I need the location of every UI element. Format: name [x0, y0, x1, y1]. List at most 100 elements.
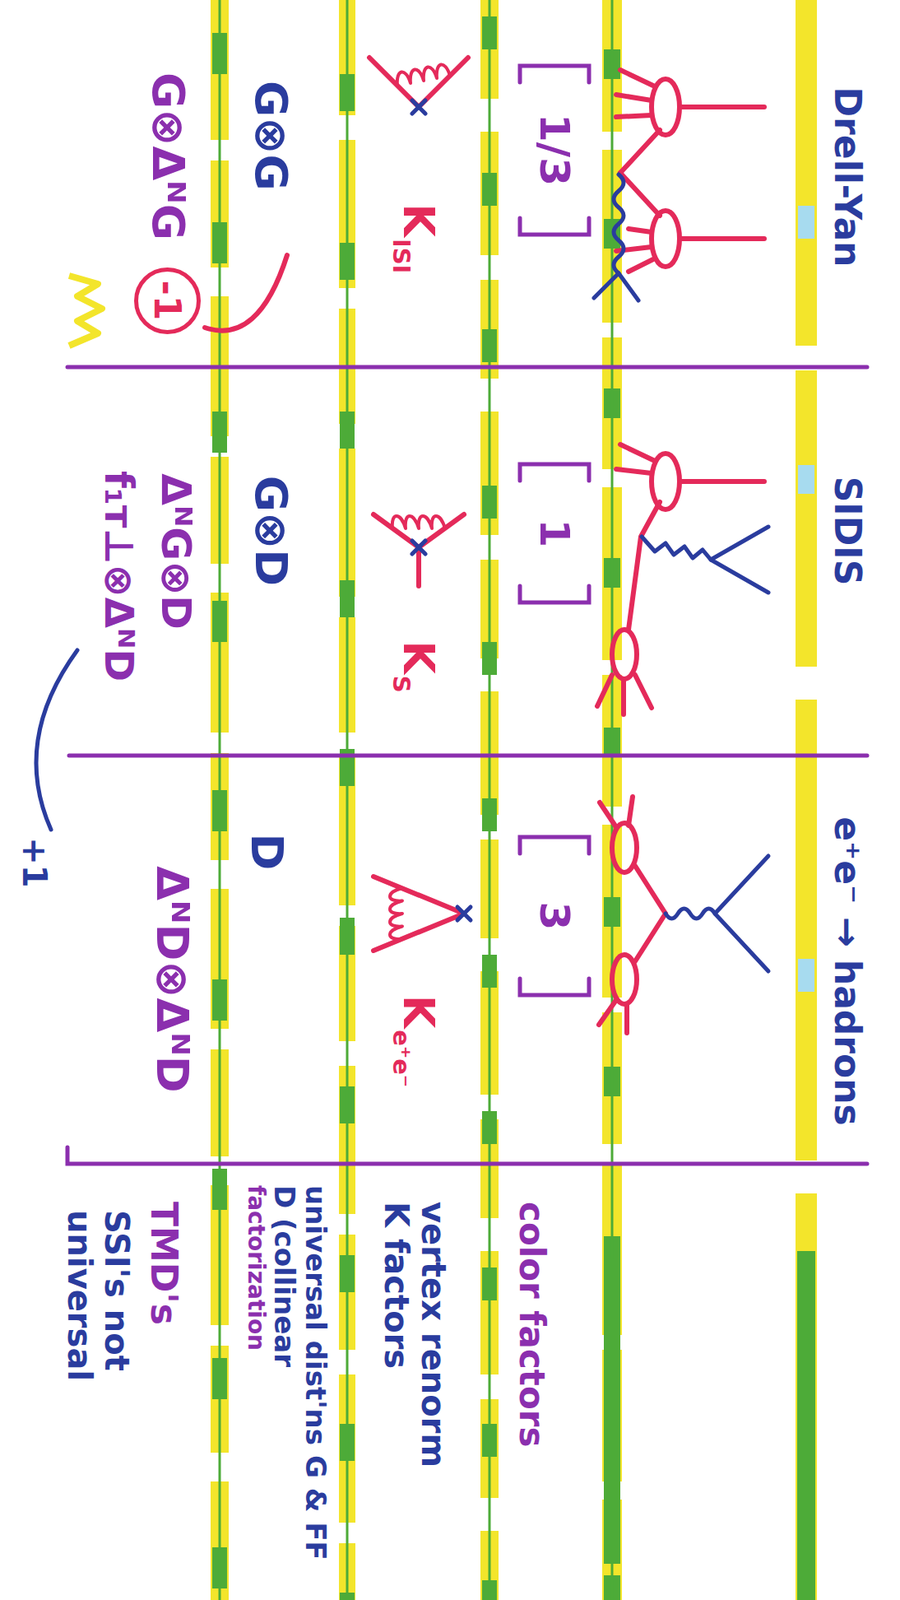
label-group: Drell-Yan: [826, 87, 868, 268]
text-label: ΔᴺD⊗ΔᴺD: [146, 865, 199, 1092]
label-group: ΔᴺG⊗D: [153, 473, 200, 629]
quark-line: [620, 172, 660, 216]
bracket: [519, 65, 590, 83]
text-label: 1/3: [530, 113, 579, 186]
vertex-cross: [412, 100, 426, 114]
green-dashes: [482, 0, 497, 1600]
hadron-line: [679, 104, 765, 110]
label-group: +1: [16, 836, 54, 887]
node-text: -1: [147, 280, 190, 321]
green-dashes: [212, 0, 228, 1600]
text-label: G⊗ΔᴺG: [142, 72, 195, 241]
text-label: universal dist'ns G & FF D (collinear: [269, 1184, 332, 1572]
gluon-loop: [397, 64, 450, 86]
hadron-blob: [651, 210, 680, 267]
green-line: [488, 0, 492, 1600]
green-line: [611, 0, 614, 1600]
hadron-line: [679, 478, 765, 484]
label-group: SIDIS: [826, 476, 868, 586]
label-group: G⊗D: [245, 475, 296, 586]
vertex-lines: [373, 514, 464, 586]
label-group: Ke⁺e⁻: [394, 994, 443, 1087]
label-group: D: [241, 833, 292, 871]
subscript-label: S: [387, 675, 416, 693]
bracket: [519, 463, 590, 481]
label-group: 1: [531, 519, 578, 548]
lepton-lines: [710, 526, 769, 593]
lepton-lines: [714, 855, 769, 971]
text-label: e⁺e⁻ → hadrons: [826, 816, 869, 1126]
label-group: ΔᴺD⊗ΔᴺD: [147, 865, 197, 1092]
text-label: +1: [15, 836, 54, 887]
label-group: 3: [531, 901, 578, 931]
lepton-lines: [593, 273, 639, 301]
yellow-stripe: [480, 0, 499, 1600]
yellow-stripe: [210, 0, 229, 1600]
label-group: universal dist'ns G & FF D (collinearfac…: [242, 1184, 332, 1572]
green-line: [218, 0, 222, 1600]
photon: [613, 174, 624, 274]
bracket: [519, 978, 590, 995]
text-label: SSI's not universal: [60, 1209, 135, 1522]
label-group: TMD's: [143, 1201, 184, 1325]
text-label: vertex renorm K factors: [377, 1201, 452, 1490]
text-label: 1: [530, 519, 579, 548]
label-group: G⊗G: [245, 80, 296, 191]
label-group: KISI: [394, 204, 443, 274]
label-group: 1/3: [531, 113, 578, 186]
text-label: 3: [530, 901, 579, 931]
green-stripe: [797, 1250, 816, 1600]
hadron-blob: [612, 629, 637, 679]
remnant-lines: [616, 444, 655, 474]
photon: [641, 536, 711, 560]
bracket: [519, 836, 590, 854]
red-arc: [204, 255, 288, 331]
text-label: ΔᴺG⊗D: [152, 473, 200, 629]
photon: [665, 908, 715, 919]
text-label: K: [394, 994, 444, 1028]
hadron-blob: [612, 822, 637, 873]
text-label: G⊗G: [245, 80, 297, 191]
gluon-loop: [392, 515, 446, 529]
label-group: vertex renorm K factors: [377, 1201, 452, 1490]
text-label: G⊗D: [245, 475, 297, 586]
vertex-cross: [412, 540, 426, 554]
text-label: Drell-Yan: [826, 87, 869, 268]
remnant-lines: [616, 69, 655, 117]
blue-highlight: [797, 205, 815, 239]
hadron-blob: [612, 954, 637, 1004]
text-label: K: [394, 640, 444, 673]
text-label: factorization: [242, 1184, 269, 1572]
quark-line: [620, 129, 660, 173]
green-stripe: [603, 1258, 621, 1564]
text-label: D: [241, 833, 293, 871]
circled-number: -1: [134, 267, 202, 335]
quark-line: [628, 501, 660, 630]
text-label: SIDIS: [826, 476, 869, 586]
column-divider: [67, 365, 868, 370]
remnant-lines: [597, 674, 652, 715]
yellow-stripe: [338, 0, 356, 1600]
bracket: [519, 585, 590, 603]
label-group: G⊗ΔᴺG: [143, 72, 193, 241]
vertex-lines: [373, 876, 464, 951]
hadron-line: [679, 236, 765, 242]
curved-brace: [36, 649, 78, 830]
remnant-lines: [598, 796, 633, 1033]
vertex-cross: [457, 906, 471, 920]
yellow-stripe: [795, 0, 817, 1600]
yellow-scribble: [69, 275, 103, 346]
blue-highlight: [797, 958, 815, 992]
text-label: color factors: [511, 1201, 553, 1448]
text-label: TMD's: [143, 1201, 186, 1325]
gluon-loop: [389, 887, 403, 939]
text-label: K: [394, 204, 444, 237]
subscript-label: e⁺e⁻: [387, 1029, 416, 1087]
subscript-label: ISI: [387, 238, 416, 274]
label-group: e⁺e⁻ → hadrons: [826, 816, 868, 1126]
column-divider: [69, 753, 868, 758]
quark-line: [635, 865, 666, 961]
label-group: SSI's not universal: [60, 1209, 135, 1522]
column-divider: [67, 1146, 868, 1164]
